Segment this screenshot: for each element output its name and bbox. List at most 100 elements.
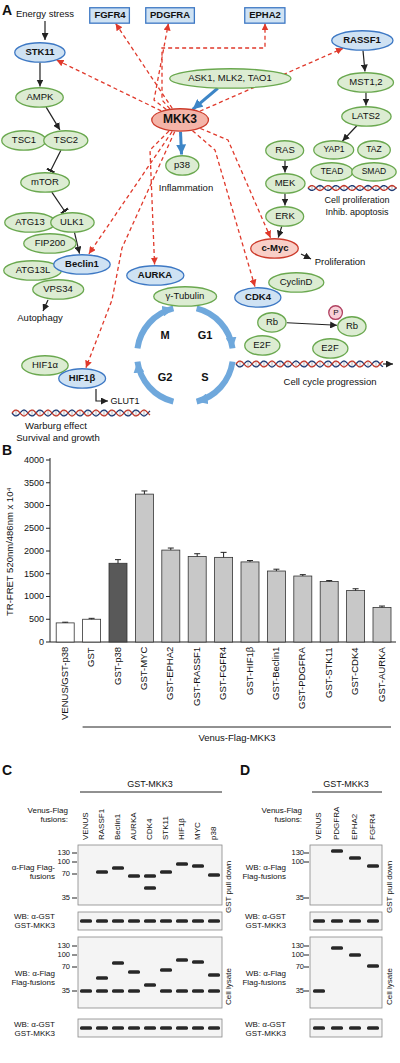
fraction-label: GST pull down	[385, 861, 394, 913]
protein-ellipse: MKK3	[151, 108, 209, 132]
blot-band	[367, 964, 379, 968]
blot-band	[192, 989, 204, 993]
panel-letter: C	[2, 762, 12, 778]
node-ellipse	[338, 72, 394, 91]
lane-label: EPHA2	[350, 814, 359, 840]
node-label: PDGFRA	[150, 10, 190, 21]
process-label: Inflammation	[159, 183, 213, 194]
lane-label: CDK4	[145, 819, 154, 840]
dna-rung	[288, 361, 289, 367]
node-label: ULK1	[60, 217, 84, 228]
dna-strand	[236, 361, 383, 367]
node-label: EPHA2	[249, 10, 281, 21]
node-label: AURKA	[138, 270, 172, 281]
receptor-box: EPHA2	[244, 7, 286, 24]
blot-band	[144, 1026, 156, 1030]
node-label: ASK1, MLK2, TAO1	[188, 73, 272, 84]
mw-marker: 35	[296, 894, 304, 903]
ladder-tick	[72, 898, 77, 899]
node-label: RASSF1	[343, 35, 380, 46]
blot-label: WB: α-Flag Flag-fusions	[3, 969, 55, 987]
category-label: GST-p38	[113, 647, 124, 685]
interaction-connector	[154, 23, 168, 109]
outcome-label: Cell proliferation	[324, 195, 389, 205]
protein-ellipse: RASSF1	[331, 30, 394, 51]
protein-ellipse: STK11	[14, 42, 66, 63]
mw-marker: 100	[57, 858, 70, 867]
dna-rung	[280, 361, 281, 367]
node-ellipse	[331, 30, 392, 49]
node-label: TSC2	[54, 135, 78, 146]
node-label: γ-Tubulin	[166, 291, 205, 302]
node-label: HIF1β	[69, 373, 95, 384]
dna-strand	[12, 410, 150, 416]
ladder-tick	[304, 955, 309, 956]
node-label: TAZ	[366, 145, 381, 155]
lane-label: FGFR4	[368, 814, 377, 840]
tick-label: 0	[39, 637, 44, 647]
dna-rung	[328, 361, 329, 367]
dna-rung	[32, 410, 33, 416]
interaction-connector	[57, 60, 162, 111]
error-cap	[353, 588, 359, 589]
node-ellipse	[2, 130, 46, 149]
protein-ellipse: γ-Tubulin	[153, 286, 217, 307]
protein-ellipse: ATG13	[4, 212, 56, 233]
error-cap	[300, 574, 306, 575]
blot-band	[112, 866, 124, 870]
node-label: SMAD	[362, 167, 387, 177]
node-label: FGFR4	[94, 10, 125, 21]
input-label: Energy stress	[16, 9, 74, 20]
mw-marker: 35	[62, 894, 70, 903]
category-label: GST-AURKA	[377, 647, 388, 702]
node-ellipse	[244, 335, 279, 354]
dna-rung	[312, 361, 313, 367]
interaction-connector	[162, 23, 265, 108]
blot-panel	[78, 912, 222, 930]
node-label: E2F	[253, 340, 270, 351]
ladder-tick	[72, 874, 77, 875]
blot-band	[349, 1026, 361, 1030]
node-ellipse	[33, 279, 84, 298]
mw-marker: 130	[291, 942, 304, 951]
phospho-circle: P	[328, 305, 343, 320]
blot-band	[96, 870, 108, 874]
protein-ellipse: LATS2	[341, 106, 392, 127]
node-label: FIP200	[35, 238, 66, 249]
blot-band	[208, 873, 220, 877]
node-ellipse	[311, 163, 353, 181]
lane-label: PDGFRA	[332, 807, 341, 840]
blot-label: WB: α-GST GST-MKK3	[3, 1020, 55, 1038]
blot-panel	[78, 1019, 222, 1037]
blot-band	[128, 874, 140, 878]
protein-ellipse: ASK1, MLK2, TAO1	[169, 68, 292, 89]
dna-rung	[144, 410, 145, 416]
bar	[241, 562, 259, 642]
node-ellipse	[258, 312, 286, 331]
protein-ellipse: CyclinD	[268, 272, 325, 293]
node-ellipse	[312, 338, 347, 357]
node-label: YAP1	[323, 145, 344, 155]
node-ellipse	[5, 212, 56, 231]
mw-marker: 130	[291, 849, 304, 858]
node-ellipse	[169, 68, 290, 87]
activation-arrow	[193, 88, 218, 109]
y-tick	[46, 505, 50, 506]
node-label: Rb	[346, 321, 358, 332]
activation-arrow	[278, 226, 282, 237]
node-label: AMPK	[27, 92, 54, 103]
construct-label: GST-MKK3	[323, 779, 369, 789]
blot-band	[144, 874, 156, 878]
blot-band	[349, 856, 361, 860]
interaction-connector	[116, 23, 173, 108]
node-label: ATG13	[15, 217, 44, 228]
tick-label: 2500	[24, 523, 44, 533]
blot-band	[176, 989, 188, 993]
blot-band	[80, 989, 92, 993]
ladder-tick	[72, 853, 77, 854]
node-ellipse	[235, 287, 281, 306]
inhibition-connector	[50, 150, 61, 172]
bar	[373, 607, 391, 642]
dna-rung	[376, 361, 377, 367]
error-cap	[326, 580, 332, 581]
